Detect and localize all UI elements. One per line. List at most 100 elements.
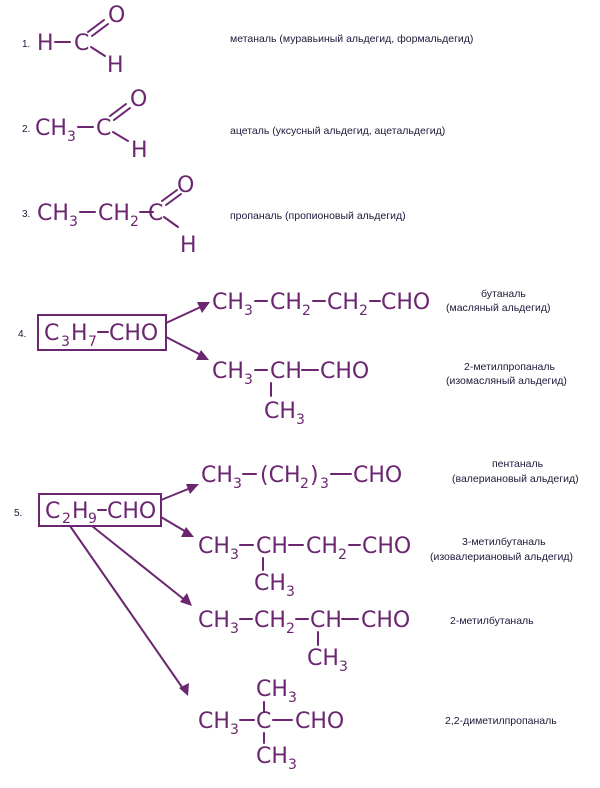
compound-1: 1. H C O H метаналь (муравьиный альдегид…: [22, 3, 473, 78]
chain-group: CHO: [361, 608, 410, 633]
compound-name: метаналь (муравьиный альдегид, формальде…: [230, 33, 473, 45]
chain-group: ): [310, 463, 319, 488]
compound-4: 4. C 3 H 7 CHO CH 3 CH 2 CH 2 CHO бутана…: [18, 288, 567, 428]
branch-group-bottom: CH: [256, 744, 288, 769]
chain-group: CHO: [381, 290, 430, 315]
subscript: 3: [296, 412, 305, 428]
chain-group: CH: [327, 290, 359, 315]
isomer-name: 2,2-диметилпропаналь: [445, 715, 557, 727]
subscript: 3: [286, 584, 295, 600]
chain-group: CH: [306, 534, 338, 559]
arrow-head: [197, 302, 210, 313]
subscript: 3: [67, 129, 76, 145]
subscript: 3: [233, 476, 242, 492]
formula-c: C: [45, 499, 60, 524]
chain-group: CH: [201, 463, 233, 488]
branch-group-top: CH: [256, 677, 288, 702]
chain-group: CHO: [353, 463, 402, 488]
atom-h: H: [180, 233, 197, 258]
subscript: 3: [288, 690, 297, 706]
formula-box: [37, 314, 167, 351]
item-number: 5.: [14, 508, 22, 519]
chain-group: (CH: [260, 463, 301, 488]
double-bond-a: [161, 189, 178, 202]
bond: [90, 46, 106, 57]
chain-group: CH: [198, 534, 230, 559]
subscript: 3: [69, 214, 78, 230]
formula-h: H: [72, 499, 89, 524]
compound-name: ацеталь (уксусный альдегид, ацетальдегид…: [230, 125, 445, 137]
item-number: 3.: [22, 209, 30, 220]
atom-ch: CH: [37, 201, 69, 226]
subscript: 2: [300, 476, 309, 492]
compound-5: 5. C 2 H 9 CHO CH 3 (CH 2 ) 3 CHO пентан…: [14, 458, 579, 773]
subscript: 2: [286, 621, 295, 637]
arrow-head: [180, 593, 192, 606]
item-number: 2.: [22, 124, 30, 135]
branch-group: CH: [254, 571, 286, 596]
chain-group: CH: [198, 608, 230, 633]
subscript: 2: [302, 303, 311, 319]
atom-c: C: [74, 31, 89, 56]
subscript: 3: [288, 757, 297, 773]
item-number: 1.: [22, 39, 30, 50]
atom-c: C: [96, 116, 111, 141]
atom-c: C: [148, 201, 163, 226]
double-bond-a: [87, 19, 105, 33]
double-bond-a: [109, 103, 127, 117]
isomer-name-sub: (изовалериановый альдегид): [430, 551, 573, 563]
atom-h: H: [107, 53, 124, 78]
chain-group: CH: [270, 290, 302, 315]
subscript: 2: [359, 303, 368, 319]
arrow-head: [186, 484, 199, 494]
chain-group: CHO: [320, 359, 369, 384]
formula-sub: 9: [88, 511, 97, 527]
subscript: 3: [320, 476, 329, 492]
branch-group: CH: [307, 646, 339, 671]
bond: [112, 131, 129, 142]
chain-group: CH: [212, 290, 244, 315]
arrow-head: [179, 683, 189, 696]
arrow-head: [196, 350, 209, 360]
arrow: [69, 525, 185, 691]
isomer-name-sub: (изомасляный альдегид): [446, 375, 567, 387]
isomer-name: 2-метилбутаналь: [450, 615, 534, 627]
subscript: 3: [230, 547, 239, 563]
chain-group: CHO: [295, 709, 344, 734]
subscript: 3: [230, 722, 239, 738]
atom-o: O: [177, 173, 194, 198]
branch-group: CH: [264, 399, 296, 424]
atom-ch: CH: [98, 201, 130, 226]
atom-h: H: [131, 138, 148, 163]
isomer-name: 3-метилбутаналь: [462, 536, 546, 548]
atom-o: O: [130, 87, 147, 112]
double-bond-b: [165, 193, 182, 206]
double-bond-b: [113, 107, 131, 121]
atom-h-left: H: [37, 31, 54, 56]
subscript: 2: [338, 547, 347, 563]
subscript: 3: [339, 659, 348, 675]
arrow: [160, 486, 194, 501]
isomer-name-sub: (валериановый альдегид): [452, 473, 579, 485]
subscript: 2: [130, 214, 139, 230]
formula-c: C: [44, 321, 59, 346]
compound-3: 3. CH 3 CH 2 C O H пропаналь (пропионовы…: [22, 173, 406, 258]
atom-o: O: [108, 3, 125, 28]
chain-group: CHO: [362, 534, 411, 559]
isomer-name: пентаналь: [492, 458, 544, 470]
subscript: 3: [230, 621, 239, 637]
bond: [163, 216, 179, 228]
chain-group: CH: [254, 608, 286, 633]
isomer-name-sub: (масляный альдегид): [446, 302, 550, 314]
arrow: [165, 336, 204, 357]
atom-ch: CH: [35, 116, 67, 141]
chain-group: CH: [212, 359, 244, 384]
subscript: 3: [244, 372, 253, 388]
arrow: [165, 304, 206, 324]
formula-h: H: [71, 321, 88, 346]
chain-group: C: [256, 709, 271, 734]
item-number: 4.: [18, 329, 26, 340]
arrow: [91, 525, 187, 602]
chain-group: CH: [270, 359, 302, 384]
arrow-head: [181, 527, 194, 537]
